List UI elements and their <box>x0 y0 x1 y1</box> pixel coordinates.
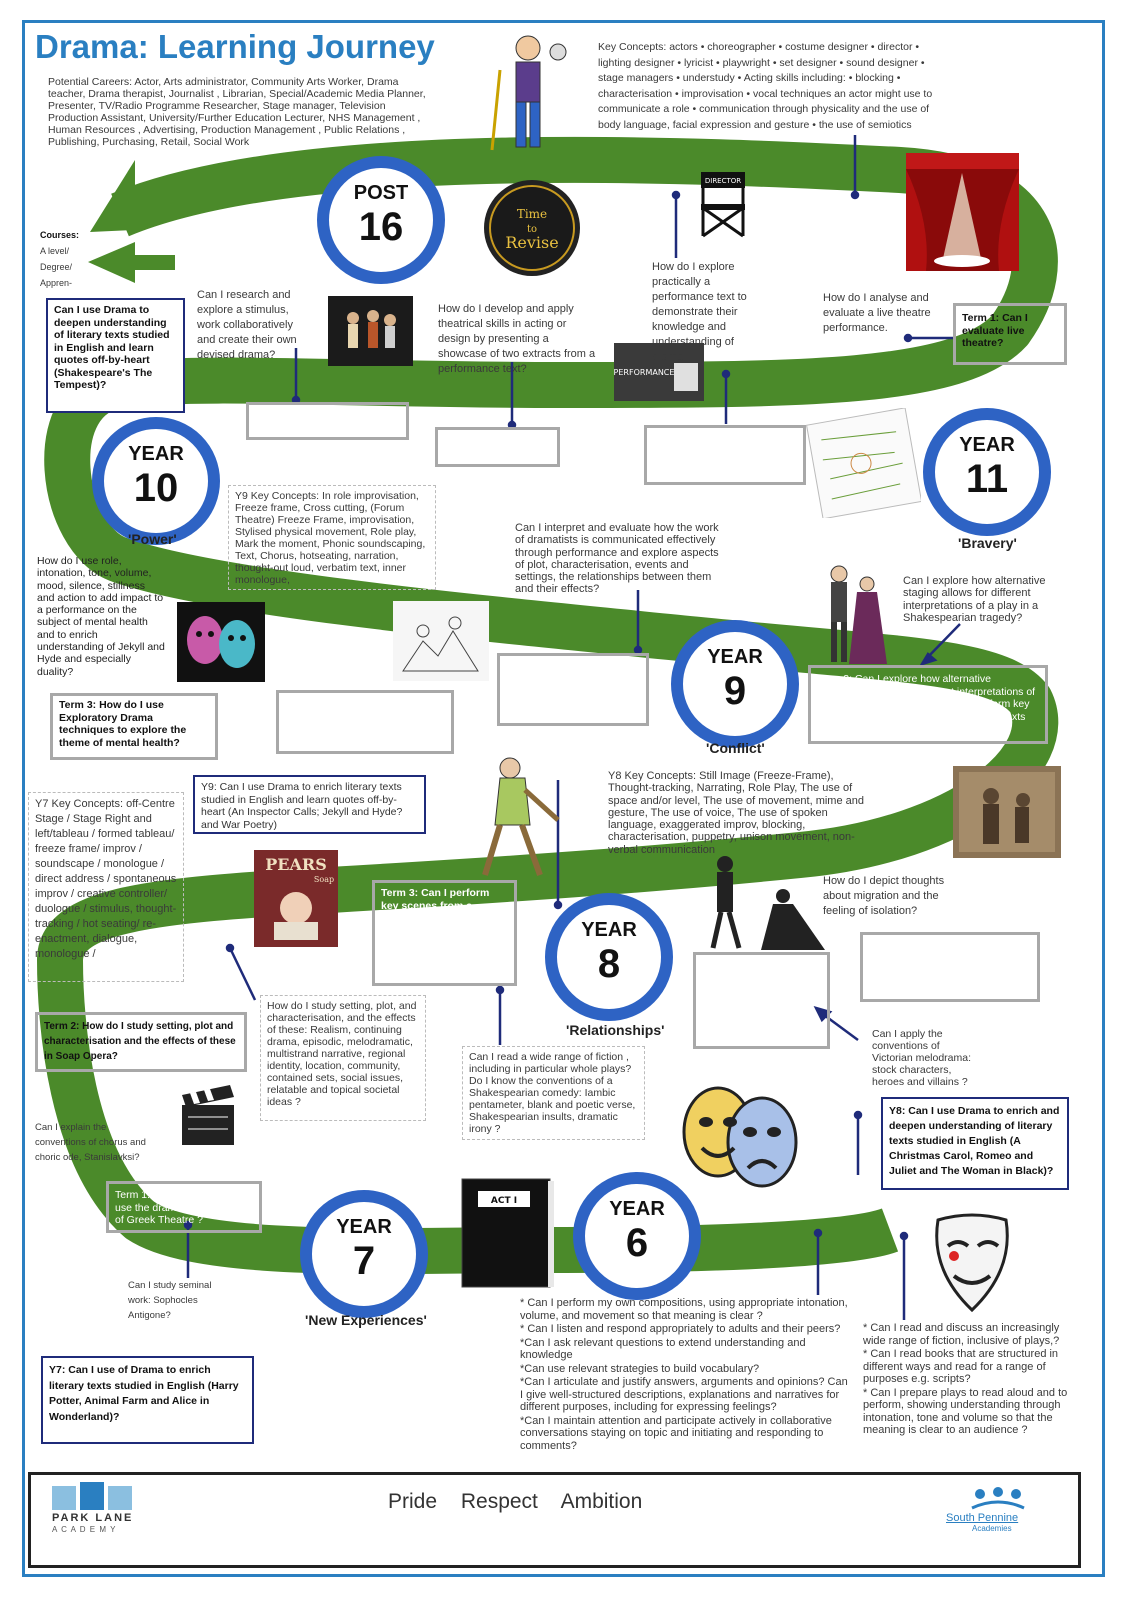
y11-perf-question: How do I explore practically a performan… <box>652 261 747 363</box>
y10-devise-question: Can I research and explore a stimulus, w… <box>197 289 297 361</box>
y6-reading-list: * Can I read and discuss an increasingly… <box>863 1322 1073 1438</box>
y6-speaking-item: *Can I maintain attention and participat… <box>520 1414 832 1452</box>
trust-subtitle: Academies <box>972 1524 1012 1533</box>
y9-term3-box: Term 3: How do I use Exploratory Drama t… <box>50 693 218 760</box>
y10-term1-box: Term 1: Can I devise Drama? <box>246 402 409 440</box>
war-sketch-icon <box>393 601 489 681</box>
stage-curtain-icon <box>906 153 1019 271</box>
mindmap-notes-icon <box>806 408 921 518</box>
clock-icon: Time to Revise <box>484 180 580 276</box>
director-chair-icon: DIRECTOR <box>701 172 745 238</box>
y7-setting-question: How do I study setting, plot, and charac… <box>260 995 426 1121</box>
y11-term3-box: Term 3: Can I explore a performance text… <box>644 425 806 485</box>
script-book-icon: ACT I <box>461 1178 554 1288</box>
y6-speaking-item: *Can I ask relevant questions to extend … <box>520 1336 806 1362</box>
arrow-up-left-icon <box>90 160 175 232</box>
theme-bravery: 'Bravery' <box>958 535 1017 551</box>
y7-term1-box: Term 1: Can I explain and use the dramat… <box>106 1181 262 1233</box>
theme-new-experiences: 'New Experiences' <box>305 1312 427 1328</box>
svg-text:Revise: Revise <box>505 233 558 252</box>
school-motto: Pride Respect Ambition <box>388 1490 643 1513</box>
pears-soap-poster-icon: PEARS Soap <box>254 850 338 947</box>
y6-reading-item: * Can I prepare plays to read aloud and … <box>863 1386 1068 1437</box>
puck-fairy-figure-icon <box>482 757 560 877</box>
y8-enrich-box: Y8: Can I use Drama to enrich and deepen… <box>881 1097 1069 1190</box>
y7-seminal-question: Can I study seminal work: Sophocles Anti… <box>128 1280 212 1321</box>
y7-enrich-box: Y7: Can I use of Drama to enrich literar… <box>41 1356 254 1444</box>
y10-term2-box: Term 2: Can I apply theatrical skill? <box>435 427 560 467</box>
y8-term2-box: Term 2: How do I improvise, rehearse and… <box>860 932 1040 1002</box>
romeo-juliet-figures-icon <box>830 565 887 664</box>
school-subtitle: A C A D E M Y <box>52 1525 117 1534</box>
svg-text:PERFORMANCE: PERFORMANCE <box>614 368 674 377</box>
page-frame <box>22 20 1105 1577</box>
y9-role-question: How do I use role, intonation, tone, vol… <box>37 555 165 678</box>
potential-careers: Potential Careers: Actor, Arts administr… <box>48 76 426 148</box>
footer-bar <box>28 1472 1081 1568</box>
y8-term1-box: Term 1: Can I apply the conventions of V… <box>693 952 830 1049</box>
y11-term1-box: Term 1: Can I evaluate live theatre? <box>953 303 1067 365</box>
y6-reading-item: * Can I read and discuss an increasingly… <box>863 1322 1060 1347</box>
y6-reading-item: * Can I read books that are structured i… <box>863 1348 1059 1385</box>
y9-staging-question: Can I explore how alternative staging al… <box>903 575 1046 624</box>
y8-read-question: Can I read a wide range of fiction , inc… <box>462 1046 645 1140</box>
y11-live-question: How do I analyse and evaluate a live the… <box>823 292 931 334</box>
y8-migration-question: How do I depict thoughts about migration… <box>823 875 945 917</box>
y10-enrich-box: Can I use Drama to deepen understanding … <box>46 298 185 413</box>
courses: Courses:A level/ Degree/ Appren- <box>40 230 80 288</box>
y9-term3b-box: Term 3: Can I explore how alternative pr… <box>808 665 1048 744</box>
school-name: PARK LANE <box>52 1512 134 1524</box>
clapperboard-icon <box>182 1085 234 1145</box>
arrow-left-icon <box>88 242 175 283</box>
y7-key-concepts: Y7 Key Concepts: off-Centre Stage / Stag… <box>28 792 184 982</box>
y6-speaking-item: * Can I perform my own compositions, usi… <box>520 1297 848 1322</box>
y8-key-concepts: Y8 Key Concepts: Still Image (Freeze-Fra… <box>608 770 864 856</box>
shakespeare-figure-icon <box>490 35 567 151</box>
y6-speaking-item: *Can use relevant strategies to build vo… <box>520 1362 760 1375</box>
y8-term3-box: Term 3: Can I perform key scenes from a … <box>372 880 517 986</box>
trust-name: South Pennine <box>946 1512 1019 1524</box>
svg-text:DIRECTOR: DIRECTOR <box>705 177 741 185</box>
drama-mask-icon <box>935 1213 1009 1313</box>
svg-text:Soap: Soap <box>314 875 334 884</box>
south-pennine-logo-icon <box>971 1487 1025 1510</box>
y6-speaking-item: *Can I articulate and justify answers, a… <box>520 1376 848 1413</box>
y9-key-concepts: Y9 Key Concepts: In role improvisation, … <box>228 485 436 590</box>
y8-melodrama-question: Can I apply the conventions of Victorian… <box>872 1028 972 1088</box>
theme-conflict: 'Conflict' <box>706 740 765 756</box>
y6-speaking-item: * Can I listen and respond appropriately… <box>520 1323 841 1335</box>
svg-text:PEARS: PEARS <box>265 855 327 874</box>
theme-power: 'Power' <box>128 531 177 547</box>
key-concepts: Key Concepts: actors • choreographer • c… <box>598 41 933 131</box>
y9-term1-box: Term 1 : How do I interpret the Post 191… <box>497 653 649 726</box>
y10-apply-question: How do I develop and apply theatrical sk… <box>438 303 596 375</box>
comedy-tragedy-masks-icon <box>177 602 265 682</box>
y7-term2-box: Term 2: How do I study setting, plot and… <box>35 1012 247 1072</box>
svg-text:to: to <box>527 224 537 235</box>
svg-text:Time: Time <box>517 207 547 221</box>
park-lane-logo-icon <box>52 1482 132 1510</box>
svg-text:ACT I: ACT I <box>491 1196 517 1206</box>
y7-chorus-question: Can I explain the conventions of chorus … <box>35 1122 146 1163</box>
y9-interp-question: Can I interpret and evaluate how the wor… <box>515 522 719 596</box>
page-title: Drama: Learning Journey <box>35 28 435 65</box>
y9-term2-box: Term 2: Can I devise drama to explore ke… <box>276 690 454 754</box>
theme-relationships: 'Relationships' <box>566 1022 665 1038</box>
y9-enrich-box: Y9: Can I use Drama to enrich literary t… <box>193 775 426 834</box>
devised-drama-photo-icon <box>328 296 413 366</box>
melodrama-figures-icon <box>710 856 825 950</box>
migration-photo-icon <box>953 766 1061 858</box>
y6-speaking-list: * Can I perform my own compositions, usi… <box>520 1297 850 1453</box>
theatre-masks-icon <box>682 1086 798 1188</box>
performance-photo-icon: PERFORMANCE <box>614 343 704 401</box>
